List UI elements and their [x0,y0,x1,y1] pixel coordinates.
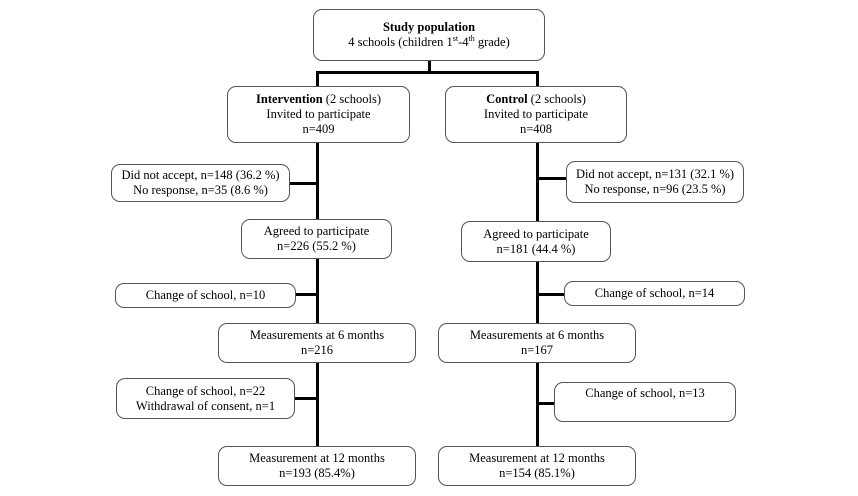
control-group-label: Control (2 schools) [486,92,586,106]
control-change-school-12m: Change of school, n=13 [585,386,705,400]
control-branch-excluded [536,177,566,180]
connector-top-split [316,71,539,74]
intervention-no-response: No response, n=35 (8.6 %) [133,183,268,197]
intervention-change-school-box: Change of school, n=10 [115,283,296,308]
study-population-box: Study population 4 schools (children 1st… [313,9,545,61]
intervention-invited-count: n=409 [302,122,335,136]
intervention-change-school-12m: Change of school, n=22 [145,383,266,398]
study-description: 4 schools (children 1st-4th grade) [348,33,510,49]
intervention-6month-label: Measurements at 6 months [249,328,385,342]
intervention-group-label: Intervention (2 schools) [256,92,381,106]
control-excluded-box: Did not accept, n=131 (32.1 %) No respon… [566,161,744,203]
connector-top-stem [428,61,431,73]
intervention-branch-excluded [290,182,319,185]
control-12month-label: Measurement at 12 months [469,451,605,465]
control-branch-change [536,293,564,296]
intervention-agreed-box: Agreed to participate n=226 (55.2 %) [241,219,392,259]
intervention-12month-box: Measurement at 12 months n=193 (85.4%) [218,446,416,486]
control-change-school-box: Change of school, n=14 [564,281,745,306]
intervention-invited-box: Intervention (2 schools) Invited to part… [227,86,410,143]
intervention-loss-box: Change of school, n=22 Withdrawal of con… [116,378,295,419]
intervention-agreed-count: n=226 (55.2 %) [277,239,356,253]
control-12month-count: n=154 (85.1%) [499,466,575,480]
control-6month-label: Measurements at 6 months [469,328,605,342]
control-agreed-count: n=181 (44.4 %) [496,241,576,256]
control-6month-count: n=167 [520,343,554,357]
intervention-branch-loss [295,397,319,400]
intervention-branch-change [296,293,319,296]
control-change-school-label: Change of school, n=14 [594,286,715,300]
control-did-not-accept: Did not accept, n=131 (32.1 %) [575,167,735,181]
control-no-response: No response, n=96 (23.5 %) [584,182,726,196]
control-invited-count: n=408 [519,122,553,136]
control-invited-box: Control (2 schools) Invited to participa… [445,86,627,143]
intervention-12month-count: n=193 (85.4%) [279,466,355,480]
intervention-excluded-box: Did not accept, n=148 (36.2 %) No respon… [111,164,290,202]
intervention-withdrawal: Withdrawal of consent, n=1 [135,398,276,413]
control-6month-box: Measurements at 6 months n=167 [438,323,636,363]
connector-left-drop [316,71,319,87]
control-branch-loss [536,402,554,405]
control-12month-box: Measurement at 12 months n=154 (85.1%) [438,446,636,486]
intervention-invited-label: Invited to participate [266,107,371,121]
intervention-did-not-accept: Did not accept, n=148 (36.2 %) [121,168,280,182]
intervention-12month-label: Measurement at 12 months [249,451,385,465]
intervention-6month-box: Measurements at 6 months n=216 [218,323,416,363]
intervention-agreed-label: Agreed to participate [263,224,370,238]
control-invited-label: Invited to participate [483,107,589,121]
study-title: Study population [382,20,476,34]
intervention-change-school-label: Change of school, n=10 [145,288,266,302]
connector-right-drop [536,71,539,87]
control-agreed-box: Agreed to participate n=181 (44.4 %) [461,221,611,262]
control-agreed-label: Agreed to participate [483,226,589,241]
intervention-6month-count: n=216 [300,343,334,357]
control-loss-box: Change of school, n=13 [554,382,736,422]
